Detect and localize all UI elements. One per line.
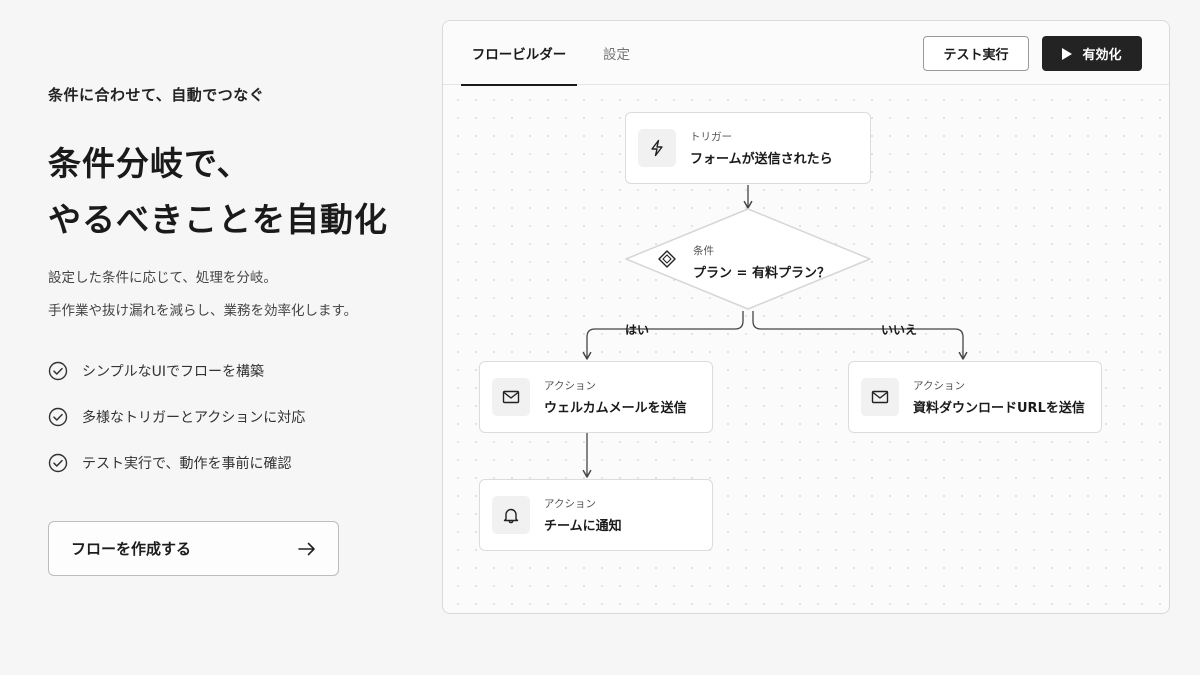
- tab-flow-builder[interactable]: フロービルダー: [461, 21, 577, 86]
- hero-section: 条件に合わせて、自動でつなぐ 条件分岐で、 やるべきことを自動化 設定した条件に…: [48, 0, 428, 675]
- node-type: アクション: [544, 380, 596, 392]
- action-icon-box: [492, 496, 530, 534]
- connector-condition-yes: [582, 311, 744, 360]
- create-flow-button[interactable]: フローを作成する: [48, 521, 339, 576]
- node-type: 条件: [693, 245, 714, 257]
- node-type: アクション: [544, 498, 596, 510]
- feature-label: 多様なトリガーとアクションに対応: [82, 410, 306, 426]
- connector-condition-no: [752, 311, 968, 360]
- node-title: チームに通知: [544, 519, 622, 534]
- node-type: アクション: [913, 380, 965, 392]
- condition-diamond-shape: [625, 208, 871, 310]
- description-line-1: 設定した条件に応じて、処理を分岐。: [48, 270, 277, 286]
- flow-connectors: [582, 185, 968, 478]
- mail-icon: [871, 390, 889, 404]
- feature-list: シンプルなUIでフローを構築 多様なトリガーとアクションに対応 テスト実行で、動…: [48, 360, 305, 498]
- node-title: プラン = 有料プラン？: [693, 266, 830, 281]
- tab-settings[interactable]: 設定: [603, 47, 630, 63]
- node-type: トリガー: [690, 131, 732, 143]
- node-title: ウェルカムメールを送信: [544, 401, 687, 416]
- flow-builder-panel: フロービルダー 設定 テスト実行 有効化 トリガー フォームが送信されたら: [442, 20, 1170, 614]
- headline-line-1: 条件分岐で、: [48, 144, 251, 183]
- trigger-node[interactable]: トリガー フォームが送信されたら: [625, 112, 871, 184]
- play-icon: [1062, 47, 1073, 60]
- hero-headline: 条件分岐で、 やるべきことを自動化: [48, 136, 388, 248]
- yes-branch-label: はい: [625, 323, 650, 337]
- action-node-download-url[interactable]: アクション 資料ダウンロードURLを送信: [848, 361, 1102, 433]
- enable-button[interactable]: 有効化: [1042, 36, 1142, 71]
- eyebrow-text: 条件に合わせて、自動でつなぐ: [48, 86, 265, 104]
- diamond-icon: [658, 250, 676, 268]
- feature-label: シンプルなUIでフローを構築: [82, 364, 264, 380]
- check-circle-icon: [48, 407, 68, 427]
- action-node-notify-team[interactable]: アクション チームに通知: [479, 479, 713, 551]
- bell-icon: [503, 508, 519, 524]
- action-icon-box: [492, 378, 530, 416]
- lightning-icon: [651, 139, 663, 157]
- feature-item: テスト実行で、動作を事前に確認: [48, 452, 305, 474]
- create-flow-label: フローを作成する: [71, 541, 192, 558]
- node-title: 資料ダウンロードURLを送信: [913, 401, 1085, 416]
- headline-line-2: やるべきことを自動化: [48, 200, 388, 239]
- mail-icon: [502, 390, 520, 404]
- feature-item: 多様なトリガーとアクションに対応: [48, 406, 305, 428]
- condition-node[interactable]: 条件 プラン = 有料プラン？: [623, 207, 873, 311]
- enable-label: 有効化: [1082, 48, 1122, 63]
- feature-label: テスト実行で、動作を事前に確認: [82, 456, 292, 472]
- check-circle-icon: [48, 361, 68, 381]
- trigger-icon-box: [638, 129, 676, 167]
- no-branch-label: いいえ: [881, 323, 918, 337]
- panel-header: フロービルダー 設定 テスト実行 有効化: [443, 21, 1169, 86]
- feature-item: シンプルなUIでフローを構築: [48, 360, 305, 382]
- check-circle-icon: [48, 453, 68, 473]
- action-node-welcome-mail[interactable]: アクション ウェルカムメールを送信: [479, 361, 713, 433]
- arrow-right-icon: [298, 542, 315, 555]
- hero-description: 設定した条件に応じて、処理を分岐。 手作業や抜け漏れを減らし、業務を効率化します…: [48, 262, 357, 328]
- node-title: フォームが送信されたら: [690, 152, 833, 167]
- test-run-button[interactable]: テスト実行: [923, 36, 1029, 71]
- description-line-2: 手作業や抜け漏れを減らし、業務を効率化します。: [48, 303, 358, 319]
- action-icon-box: [861, 378, 899, 416]
